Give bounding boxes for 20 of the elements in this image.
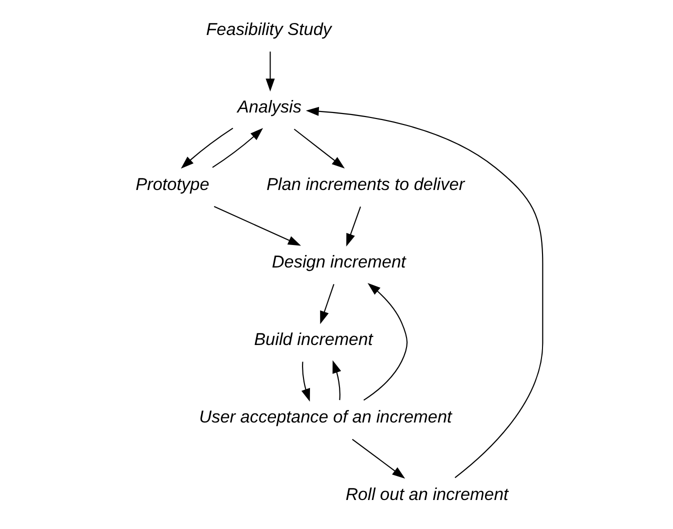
arrow: [346, 206, 360, 247]
node-text: Design increment: [271, 252, 406, 272]
node-text: Roll out an increment: [345, 484, 508, 504]
arrow: [212, 128, 263, 168]
arrow: [293, 128, 344, 168]
arrow: [352, 438, 405, 479]
arrow: [332, 360, 341, 400]
node-text: Plan increments to deliver: [266, 174, 464, 194]
node-text: Build increment: [254, 329, 372, 350]
node-text: Prototype: [135, 174, 209, 194]
arrow: [305, 106, 543, 478]
arrow: [180, 128, 233, 169]
arrow: [213, 206, 301, 246]
arrow: [362, 282, 408, 401]
arrow: [265, 52, 274, 92]
node-text: Feasibility Study: [206, 18, 332, 39]
node-text: Analysis: [236, 96, 302, 116]
arrow: [320, 284, 334, 324]
node-text: User acceptance of an increment: [198, 406, 452, 427]
arrow: [300, 362, 310, 402]
